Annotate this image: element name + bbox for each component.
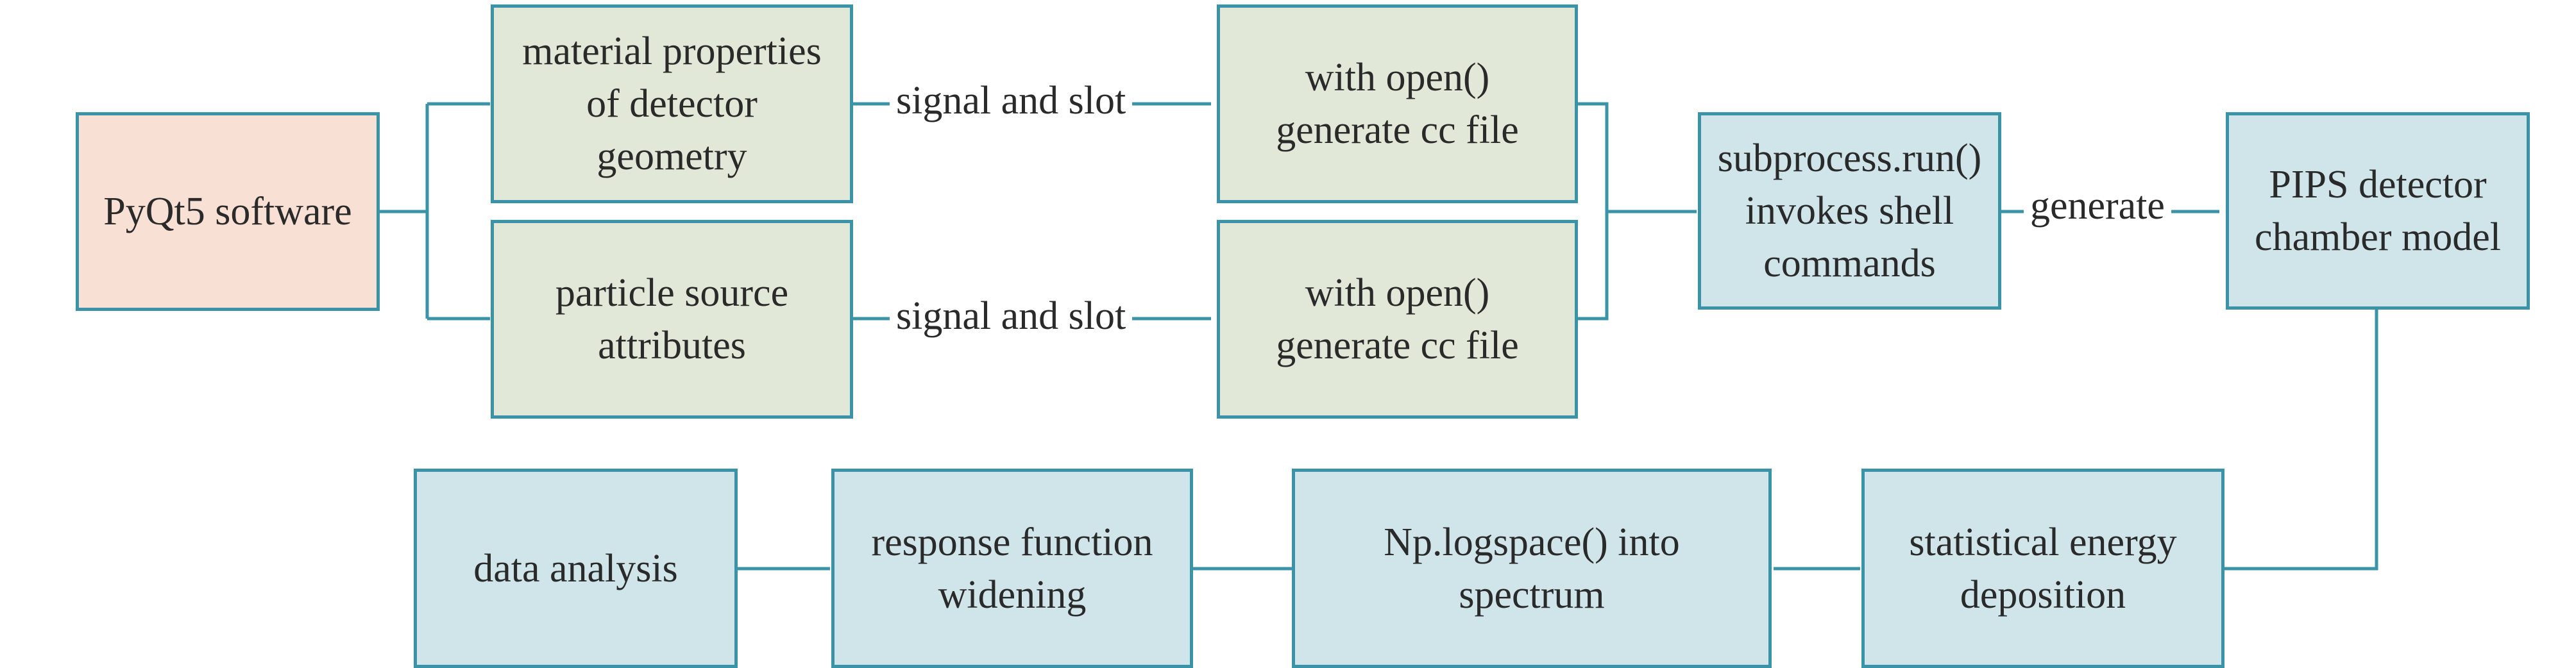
open-cc-bottom-node: with open() generate cc file (1217, 220, 1578, 419)
widening-node: response function widening (831, 469, 1193, 668)
logspace-node: Np.logspace() into spectrum (1292, 469, 1772, 668)
pips-chamber-node: PIPS detector chamber model (2226, 112, 2530, 310)
edge-label-signal-top: signal and slot (890, 78, 1133, 123)
open-cc-bottom-label: with open() generate cc file (1276, 271, 1519, 367)
edge-label-generate: generate (2024, 183, 2171, 228)
data-analysis-node: data analysis (414, 469, 738, 668)
particle-source-label: particle source attributes (555, 271, 789, 367)
material-properties-label: material properties of detector geometry (522, 29, 822, 178)
energy-deposition-node: statistical energy deposition (1861, 469, 2224, 668)
subprocess-label: subprocess.run() invokes shell commands (1717, 137, 1982, 285)
data-analysis-label: data analysis (473, 546, 678, 590)
particle-source-node: particle source attributes (491, 220, 853, 419)
arrow-to-energy (2224, 310, 2378, 571)
material-properties-node: material properties of detector geometry (491, 4, 853, 203)
subprocess-node: subprocess.run() invokes shell commands (1698, 112, 2001, 310)
open-cc-top-label: with open() generate cc file (1276, 56, 1519, 152)
edge-label-signal-bottom: signal and slot (890, 294, 1133, 338)
connector-merge (1573, 102, 1609, 321)
pyqt5-software-label: PyQt5 software (103, 190, 352, 233)
pyqt5-software-node: PyQt5 software (76, 112, 380, 311)
open-cc-top-node: with open() generate cc file (1217, 4, 1578, 203)
widening-label: response function widening (871, 520, 1153, 617)
logspace-label: Np.logspace() into spectrum (1384, 520, 1680, 617)
pips-chamber-label: PIPS detector chamber model (2255, 163, 2501, 259)
energy-deposition-label: statistical energy deposition (1909, 520, 2177, 617)
